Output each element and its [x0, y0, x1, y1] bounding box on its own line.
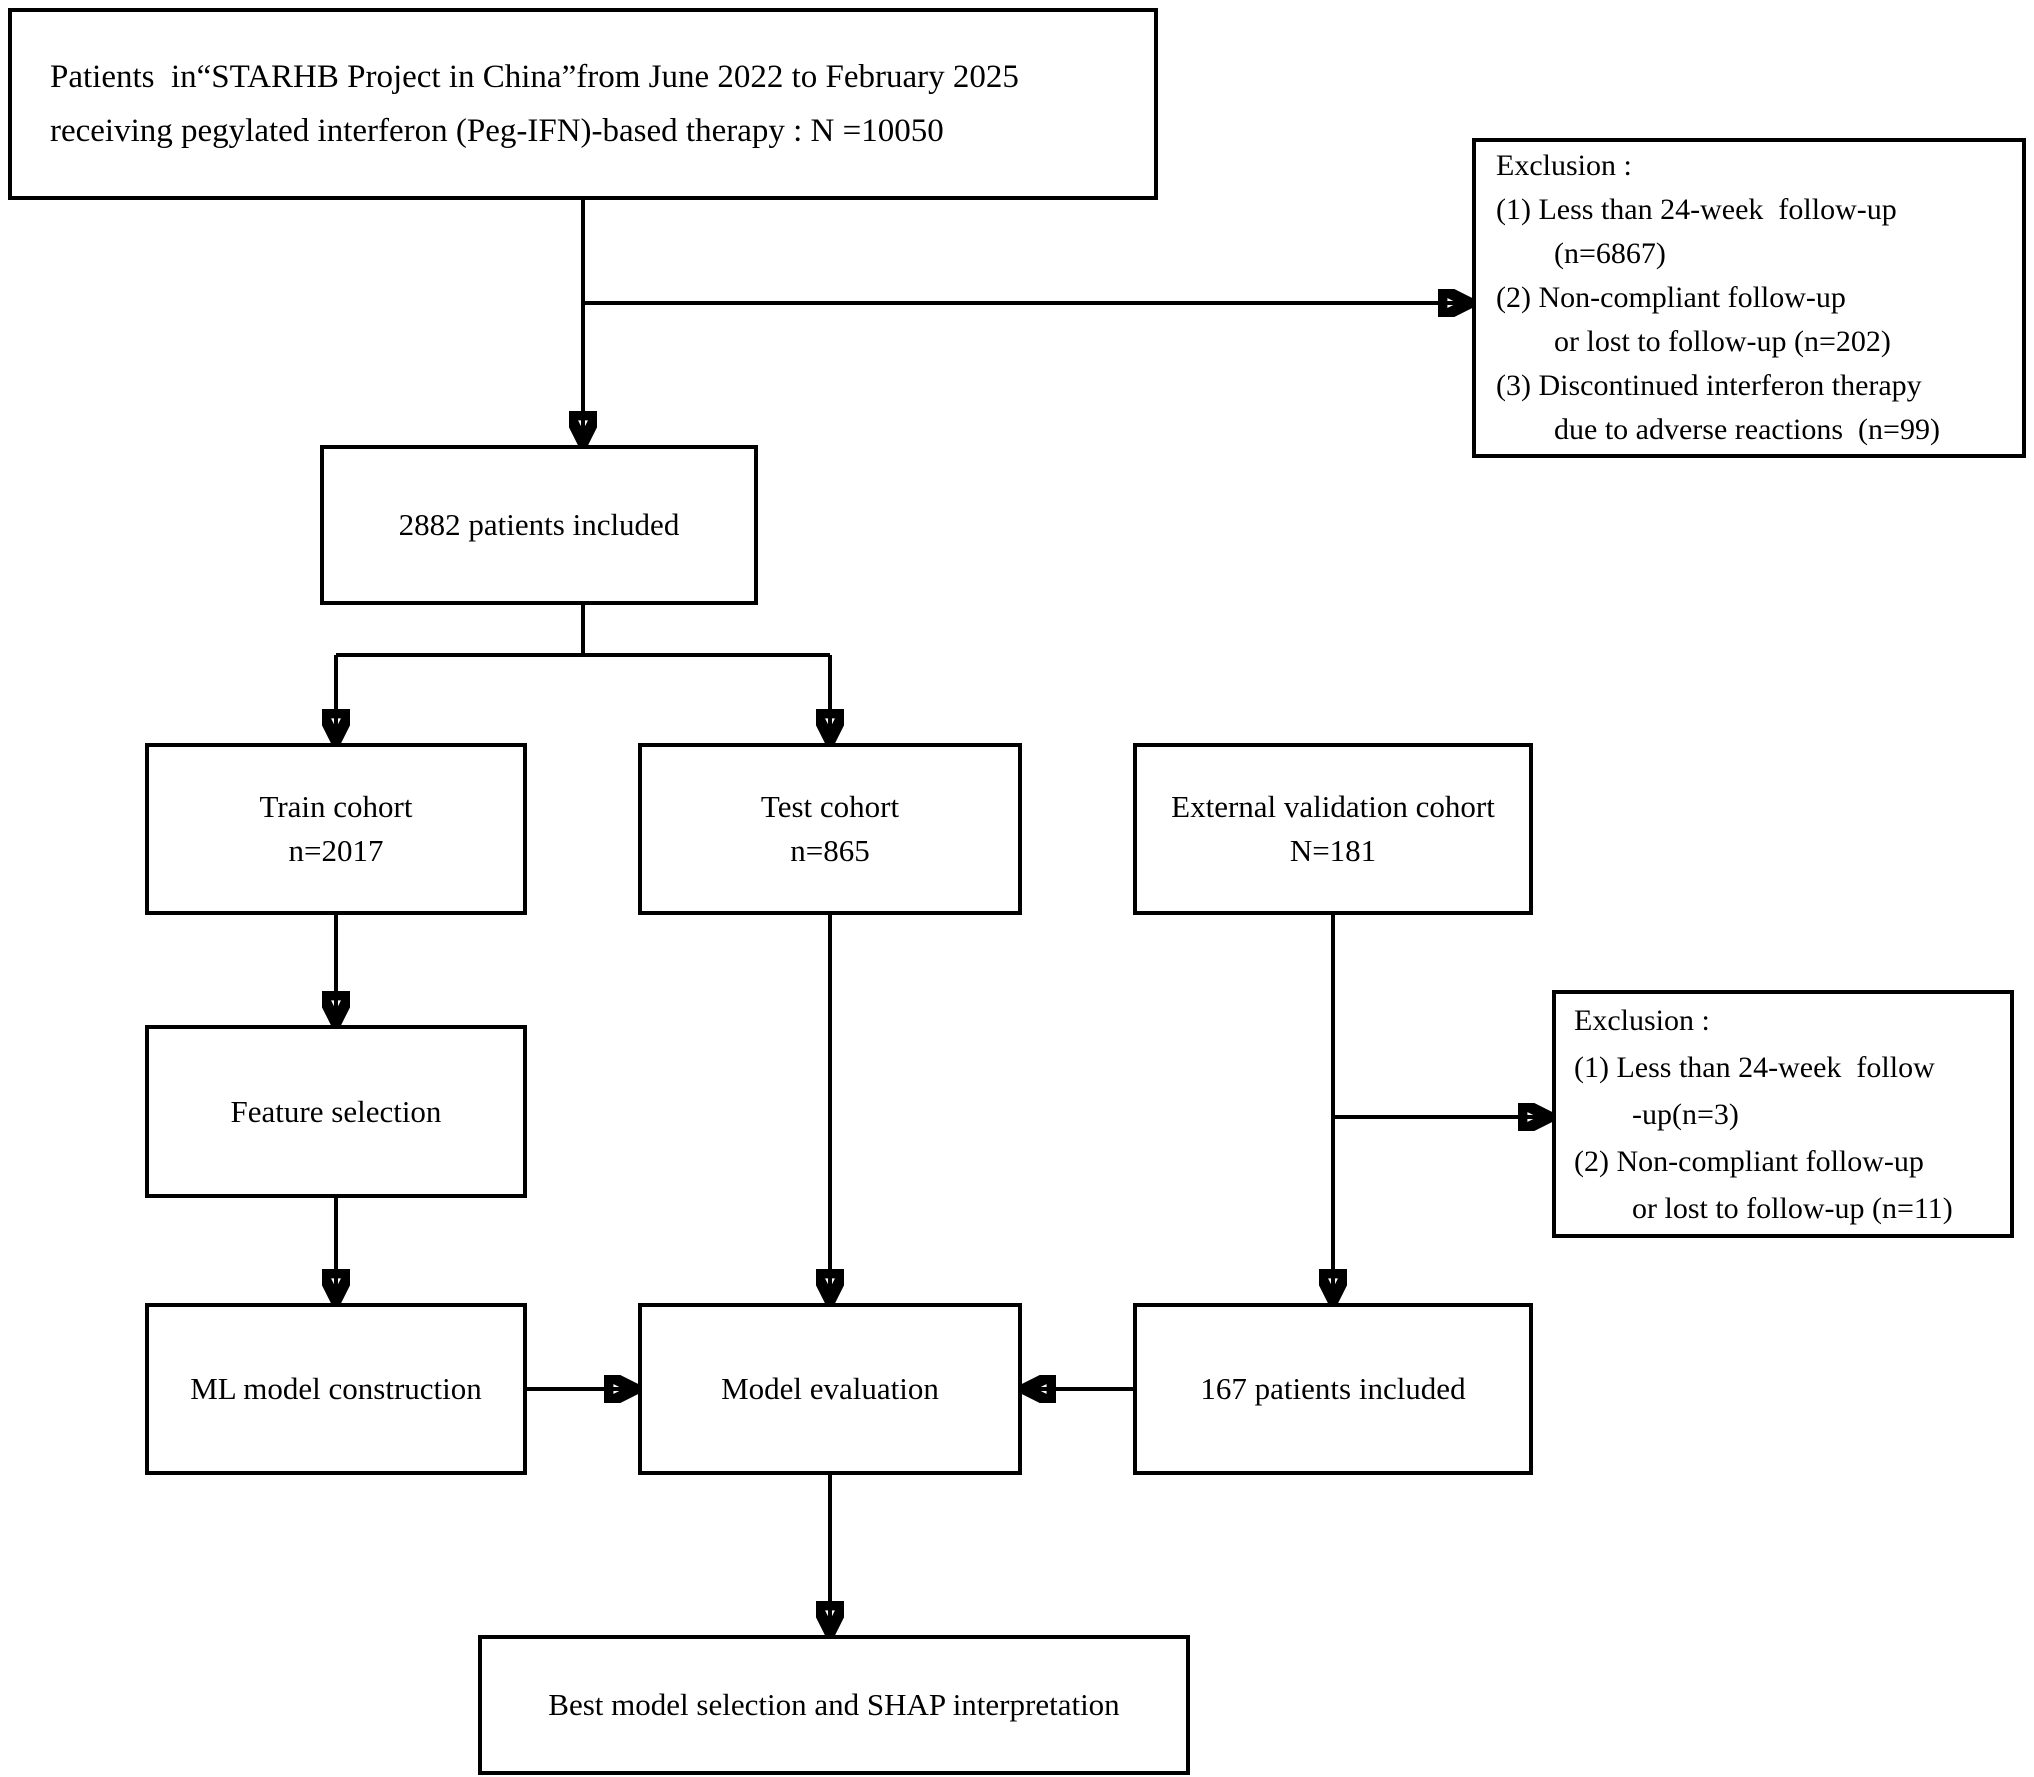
ml-construction-label: ML model construction [190, 1371, 482, 1406]
box-model-evaluation: Model evaluation [638, 1303, 1022, 1475]
exclusion1-item1-line2: (n=6867) [1554, 237, 1666, 270]
box-best-model-shap: Best model selection and SHAP interpreta… [478, 1635, 1190, 1775]
included-label: 2882 patients included [398, 507, 680, 542]
connector-included-split [336, 605, 830, 657]
test-line-1: Test cohort [760, 789, 900, 824]
box-external-patients-included: 167 patients included [1133, 1303, 1533, 1475]
external-included-label: 167 patients included [1200, 1371, 1466, 1406]
exclusion1-item1-line1: (1) Less than 24-week follow-up [1496, 193, 1897, 226]
box-test-cohort: Test cohort n=865 [638, 743, 1022, 915]
box-patients-included: 2882 patients included [320, 445, 758, 605]
box-feature-selection: Feature selection [145, 1025, 527, 1198]
best-model-label: Best model selection and SHAP interpreta… [548, 1687, 1120, 1722]
exclusion1-title: Exclusion : [1496, 149, 1632, 182]
external-line-2: N=181 [1289, 833, 1377, 868]
exclusion1-item2-line1: (2) Non-compliant follow-up [1496, 281, 1846, 314]
external-line-1: External validation cohort [1171, 789, 1495, 824]
box-exclusion-primary: Exclusion : (1) Less than 24-week follow… [1472, 138, 2026, 458]
exclusion2-item2-line1: (2) Non-compliant follow-up [1574, 1144, 1924, 1178]
train-line-2: n=2017 [288, 833, 384, 868]
exclusion2-item1-line2: -up(n=3) [1632, 1097, 1739, 1131]
box-train-cohort: Train cohort n=2017 [145, 743, 527, 915]
exclusion1-item2-line2: or lost to follow-up (n=202) [1554, 325, 1891, 358]
exclusion1-item3-line1: (3) Discontinued interferon therapy [1496, 369, 1922, 402]
feature-selection-label: Feature selection [230, 1093, 442, 1129]
box-source-population: Patients in“STARHB Project in China”from… [8, 8, 1158, 200]
source-line-1: Patients in“STARHB Project in China”from… [50, 59, 1019, 95]
box-ml-model-construction: ML model construction [145, 1303, 527, 1475]
train-line-1: Train cohort [259, 789, 413, 824]
source-line-2: receiving pegylated interferon (Peg-IFN)… [50, 113, 944, 149]
exclusion2-item1-line1: (1) Less than 24-week follow [1574, 1050, 1935, 1084]
model-evaluation-label: Model evaluation [721, 1371, 939, 1406]
exclusion2-item2-line2: or lost to follow-up (n=11) [1632, 1191, 1953, 1225]
exclusion1-item3-line2: due to adverse reactions (n=99) [1554, 413, 1940, 446]
exclusion2-title: Exclusion : [1574, 1003, 1710, 1037]
box-external-validation-cohort: External validation cohort N=181 [1133, 743, 1533, 915]
test-line-2: n=865 [790, 833, 870, 868]
box-exclusion-external: Exclusion : (1) Less than 24-week follow… [1552, 990, 2014, 1238]
